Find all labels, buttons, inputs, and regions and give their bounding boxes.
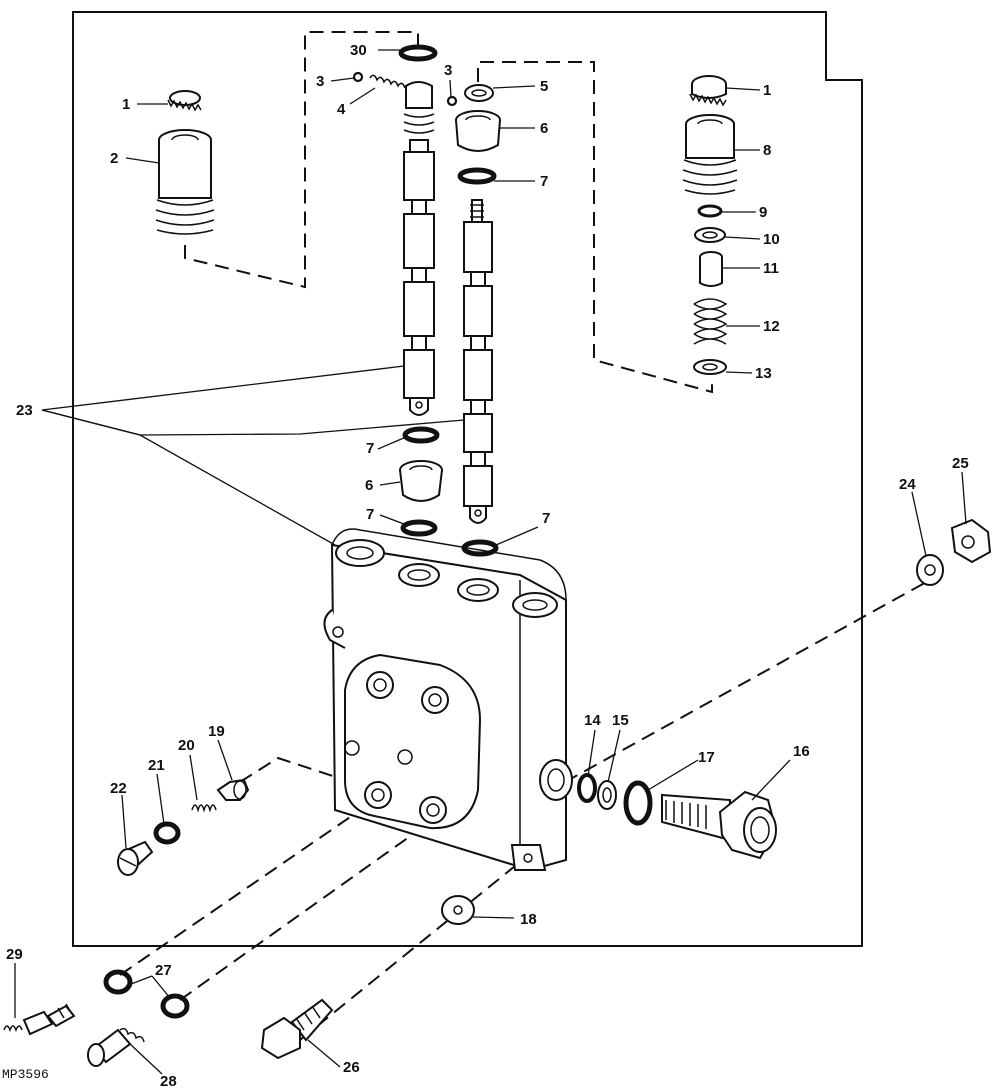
washer-part-10 — [694, 227, 726, 243]
washer-part-5 — [464, 84, 494, 102]
callout-7-lower-left: 7 — [366, 506, 374, 523]
spring-part-20 — [191, 804, 217, 813]
relief-valve-part-16 — [661, 790, 778, 860]
poppet-part-19 — [216, 778, 250, 801]
callout-7-upper-left: 7 — [366, 440, 374, 457]
callout-11: 11 — [763, 260, 779, 277]
callout-16: 16 — [793, 743, 810, 760]
callout-6-top: 6 — [540, 120, 548, 137]
callout-12: 12 — [763, 318, 780, 335]
o-ring-part-21 — [153, 821, 181, 845]
spring-part-12 — [693, 298, 728, 345]
ball-part-3-left — [352, 71, 364, 83]
callout-27: 27 — [155, 962, 172, 979]
callout-7-lower-right: 7 — [542, 510, 550, 527]
plug-part-22 — [117, 840, 154, 876]
fitting-part-29 — [3, 1003, 76, 1036]
callout-3-right: 3 — [444, 62, 452, 79]
callout-19: 19 — [208, 723, 225, 740]
o-ring-part-14 — [577, 773, 597, 803]
callout-8: 8 — [763, 142, 771, 159]
seal-part-6-bottom — [399, 460, 443, 502]
callout-29: 29 — [6, 946, 23, 963]
dashed-alignment-right — [477, 61, 713, 394]
spool-part-23-left — [403, 81, 435, 416]
snap-ring-part-9 — [697, 204, 723, 218]
bolt-part-26 — [260, 998, 334, 1060]
callout-13: 13 — [755, 365, 772, 382]
washer-part-24 — [916, 554, 944, 586]
callout-4: 4 — [337, 101, 346, 118]
o-ring-part-7-top — [457, 167, 497, 185]
housing-part-2 — [155, 129, 215, 235]
seal-part-6-top — [455, 110, 501, 152]
dashed-axis-relief — [239, 756, 346, 783]
dashed-axis-bottom-1 — [119, 799, 376, 976]
callout-3-left: 3 — [316, 73, 324, 90]
nut-part-25 — [950, 518, 992, 564]
callout-14: 14 — [584, 712, 601, 729]
callout-20: 20 — [178, 737, 195, 754]
dashed-axis-bottom-2 — [179, 821, 431, 1001]
spring-part-4 — [369, 74, 406, 89]
callout-18: 18 — [520, 911, 537, 928]
callout-22: 22 — [110, 780, 127, 797]
callout-15: 15 — [612, 712, 629, 729]
dashed-alignment-left — [184, 31, 419, 289]
callout-21: 21 — [148, 757, 165, 774]
callout-23: 23 — [16, 402, 33, 419]
o-ring-part-27-right — [160, 993, 190, 1019]
dashed-axis-bottom-3 — [299, 861, 521, 1041]
callout-26: 26 — [343, 1059, 360, 1076]
callout-25: 25 — [952, 455, 969, 472]
o-ring-part-30 — [398, 44, 438, 62]
washer-part-15 — [597, 780, 617, 810]
callout-9: 9 — [759, 204, 767, 221]
fitting-part-28 — [87, 1027, 145, 1067]
housing-part-8 — [682, 114, 738, 195]
callout-24: 24 — [899, 476, 916, 493]
leader-lines — [14, 49, 967, 1075]
callout-28: 28 — [160, 1073, 177, 1089]
o-ring-part-17 — [623, 780, 653, 826]
dashed-axis-side — [564, 579, 931, 783]
ball-part-3-right — [446, 95, 458, 107]
callout-30: 30 — [350, 42, 367, 59]
diagram-frame — [72, 11, 863, 947]
callout-5: 5 — [540, 78, 548, 95]
valve-body — [323, 528, 573, 872]
spool-part-23-right — [463, 199, 493, 524]
callout-1-left: 1 — [122, 96, 130, 113]
figure-code: MP3596 — [2, 1067, 49, 1082]
o-ring-part-7-upper-left — [402, 426, 440, 444]
o-ring-part-27-left — [103, 969, 133, 995]
callouts: 1 2 3 4 30 3 5 6 7 1 8 9 10 11 12 13 23 … — [2, 42, 969, 1089]
cap-part-1-right — [689, 75, 727, 107]
callout-17: 17 — [698, 749, 715, 766]
plunger-part-11 — [699, 251, 723, 287]
callout-10: 10 — [763, 231, 780, 248]
cap-part-1-left — [167, 90, 202, 112]
washer-part-18 — [441, 895, 475, 925]
callout-1-right: 1 — [763, 82, 771, 99]
washer-part-13 — [693, 359, 727, 375]
callout-6-bottom: 6 — [365, 477, 373, 494]
callout-7-top: 7 — [540, 173, 548, 190]
callout-2: 2 — [110, 150, 118, 167]
o-ring-part-7-lower-left — [400, 519, 438, 537]
